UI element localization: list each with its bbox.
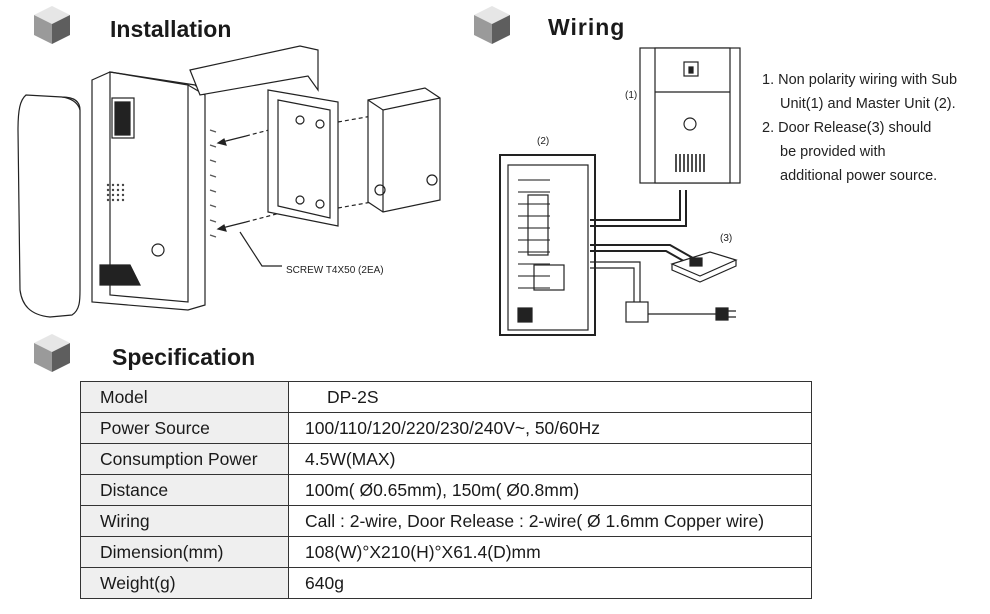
note-line: be provided with	[780, 144, 886, 160]
spec-label: Model	[80, 381, 289, 413]
screw-label: SCREW T4X50 (2EA)	[286, 265, 384, 276]
spec-value: 100/110/120/220/230/240V~, 50/60Hz	[288, 412, 812, 444]
cube-icon	[474, 6, 510, 44]
spec-value: 108(W)°X210(H)°X61.4(D)mm	[288, 536, 812, 568]
unit-2-label: (2)	[537, 136, 550, 147]
spec-value: 4.5W(MAX)	[288, 443, 812, 475]
note-line: additional power source.	[780, 168, 938, 184]
cube-icon	[34, 6, 70, 44]
spec-label: Dimension(mm)	[80, 536, 289, 568]
specification-table: Model DP-2S Power Source 100/110/120/220…	[80, 381, 812, 599]
note-line: Unit(1) and Master Unit (2).	[780, 96, 956, 112]
spec-value: DP-2S	[288, 381, 812, 413]
spec-value: 640g	[288, 567, 812, 599]
specification-heading: Specification	[112, 344, 256, 370]
table-row: Power Source 100/110/120/220/230/240V~, …	[80, 412, 812, 444]
note-line: 1. Non polarity wiring with Sub	[762, 72, 958, 88]
spec-value: Call : 2-wire, Door Release : 2-wire( Ø …	[288, 505, 812, 537]
table-row: Model DP-2S	[80, 381, 812, 413]
table-row: Weight(g) 640g	[80, 567, 812, 599]
wiring-note-1: 1. Non polarity wiring with Sub Unit(1) …	[762, 68, 988, 116]
unit-3-label: (3)	[720, 233, 733, 244]
installation-diagram	[17, 45, 441, 318]
note-line: 2. Door Release(3) should	[762, 120, 932, 136]
table-row: Wiring Call : 2-wire, Door Release : 2-w…	[80, 505, 812, 537]
table-row: Distance 100m( Ø0.65mm), 150m( Ø0.8mm)	[80, 474, 812, 506]
wiring-diagram	[499, 47, 741, 336]
wiring-heading: Wiring	[548, 14, 626, 40]
table-row: Consumption Power 4.5W(MAX)	[80, 443, 812, 475]
spec-label: Distance	[80, 474, 289, 506]
spec-label: Consumption Power	[80, 443, 289, 475]
spec-label: Weight(g)	[80, 567, 289, 599]
wiring-notes: 1. Non polarity wiring with Sub Unit(1) …	[762, 68, 988, 188]
spec-label: Power Source	[80, 412, 289, 444]
cube-icon	[34, 334, 70, 372]
installation-heading: Installation	[110, 16, 232, 42]
table-row: Dimension(mm) 108(W)°X210(H)°X61.4(D)mm	[80, 536, 812, 568]
unit-1-label: (1)	[625, 90, 638, 101]
spec-value: 100m( Ø0.65mm), 150m( Ø0.8mm)	[288, 474, 812, 506]
spec-label: Wiring	[80, 505, 289, 537]
wiring-note-2: 2. Door Release(3) should be provided wi…	[762, 116, 988, 188]
